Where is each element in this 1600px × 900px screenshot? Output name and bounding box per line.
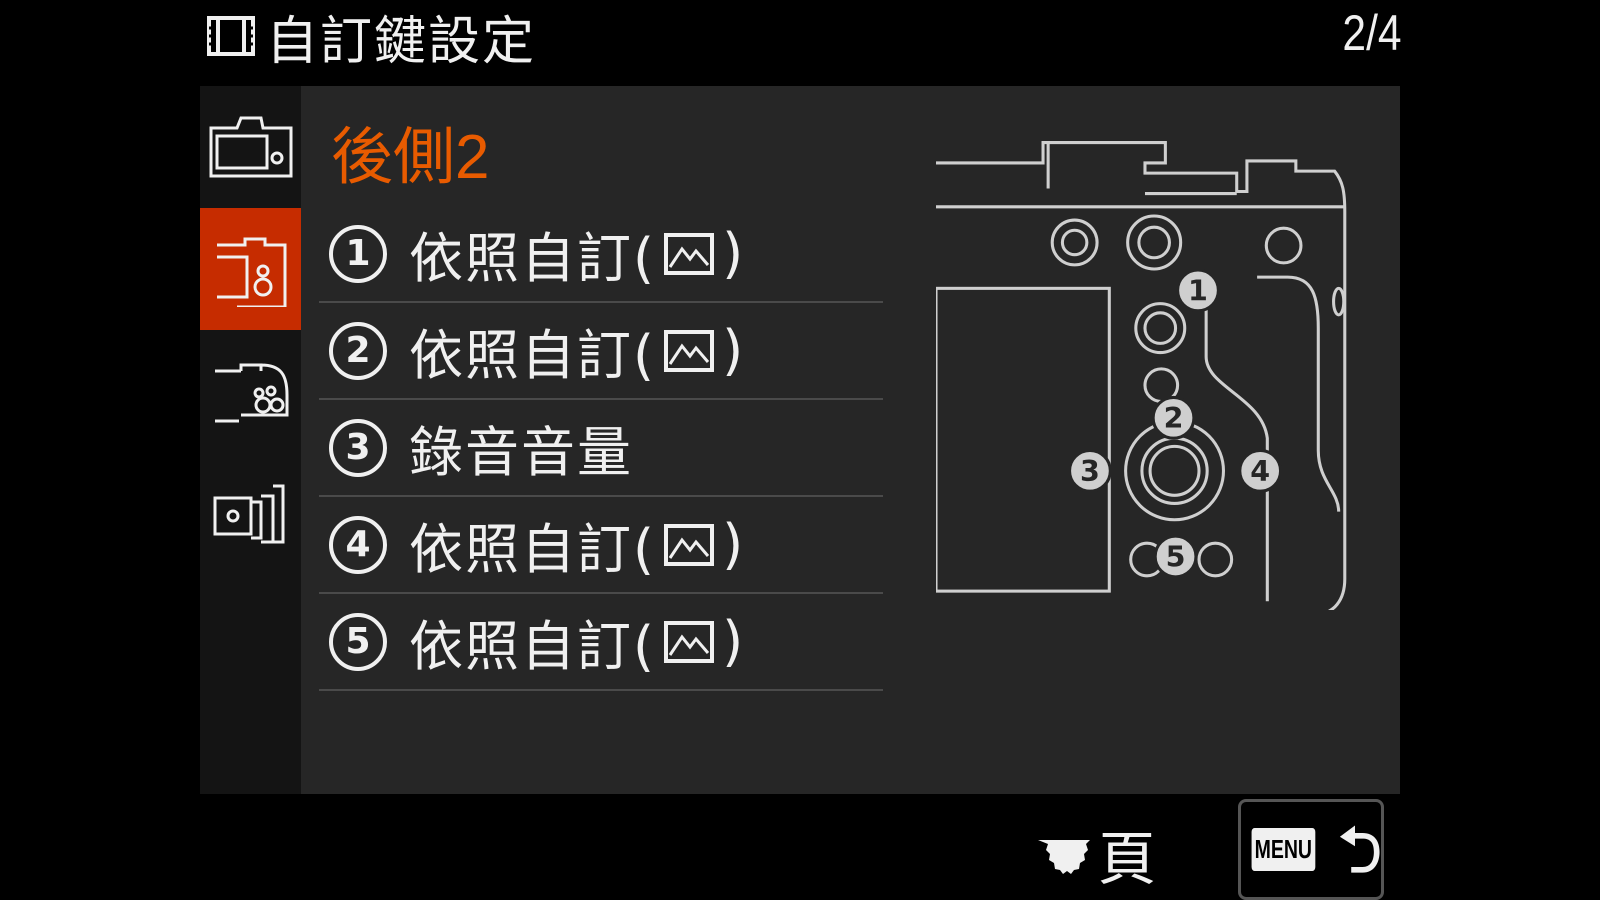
callout-marker <box>1238 448 1283 493</box>
assignment-label: 依照自訂() <box>409 311 745 390</box>
key-assignment-row[interactable]: 3 錄音音量 <box>319 400 883 497</box>
callout-number: 1 <box>1188 275 1208 308</box>
assignment-text: 錄音音量 <box>409 421 633 484</box>
camera-rear-buttons-icon <box>216 237 286 307</box>
assignment-label: 錄音音量 <box>409 408 633 487</box>
camera-dial-icon <box>214 363 288 423</box>
assignment-suffix: ) <box>722 513 746 576</box>
photo-mode-icon <box>664 232 715 275</box>
screen-title: 自訂鍵設定 <box>206 4 536 72</box>
assignment-label: 依照自訂() <box>409 602 745 681</box>
camera-side-icon <box>213 484 284 544</box>
callout-marker <box>1176 268 1220 313</box>
callout-number: 2 <box>1164 402 1184 435</box>
key-number-badge: 3 <box>329 418 387 477</box>
key-number-badge: 5 <box>329 612 387 671</box>
page-indicator: 2/4 <box>1342 5 1402 61</box>
tab-camera-back[interactable] <box>200 86 301 208</box>
movie-film-icon <box>207 16 255 56</box>
assignment-suffix: ) <box>722 610 746 673</box>
page-control-hint: 頁 <box>1036 812 1156 896</box>
tab-rear-buttons[interactable] <box>200 208 301 330</box>
camera-back-icon <box>209 116 292 178</box>
assignment-text: 依照自訂( <box>409 518 657 581</box>
assignment-suffix: ) <box>722 222 746 285</box>
content-panel <box>200 86 1400 794</box>
menu-back-button[interactable]: MENU <box>1238 799 1384 900</box>
key-assignment-row[interactable]: 1 依照自訂() <box>319 206 883 303</box>
callout-marker <box>1153 534 1198 579</box>
assignment-text: 依照自訂( <box>409 324 657 387</box>
callout-number: 5 <box>1166 541 1186 574</box>
assignment-label: 依照自訂() <box>409 505 745 584</box>
photo-mode-icon <box>664 523 715 566</box>
callout-number: 3 <box>1080 455 1100 488</box>
control-wheel-icon <box>1038 840 1090 874</box>
assignment-text: 依照自訂( <box>409 227 657 290</box>
key-assignment-row[interactable]: 4 依照自訂() <box>319 497 883 594</box>
key-assignment-row[interactable]: 5 依照自訂() <box>319 594 883 691</box>
category-sidebar <box>200 86 301 794</box>
photo-mode-icon <box>664 329 715 372</box>
page-label: 頁 <box>1098 825 1157 893</box>
assignment-text: 依照自訂( <box>409 615 657 678</box>
menu-label: MENU <box>1251 828 1315 871</box>
key-number-badge: 4 <box>329 515 387 574</box>
photo-mode-icon <box>664 620 715 663</box>
tab-camera-side[interactable] <box>200 452 301 574</box>
return-arrow-icon <box>1339 824 1380 873</box>
tab-dials[interactable] <box>200 330 301 452</box>
assignment-suffix: ) <box>722 319 746 382</box>
key-number-badge: 1 <box>329 224 387 283</box>
key-assignment-row[interactable]: 2 依照自訂() <box>319 303 883 400</box>
key-number-badge: 2 <box>329 321 387 380</box>
callout-marker <box>1068 448 1112 493</box>
title-text: 自訂鍵設定 <box>266 11 537 72</box>
camera-rear-diagram: 1 2 3 4 5 <box>936 141 1347 610</box>
section-heading: 後側2 <box>331 123 490 192</box>
callout-marker <box>1151 395 1196 440</box>
assignment-label: 依照自訂() <box>409 214 745 293</box>
callout-number: 4 <box>1250 455 1270 488</box>
